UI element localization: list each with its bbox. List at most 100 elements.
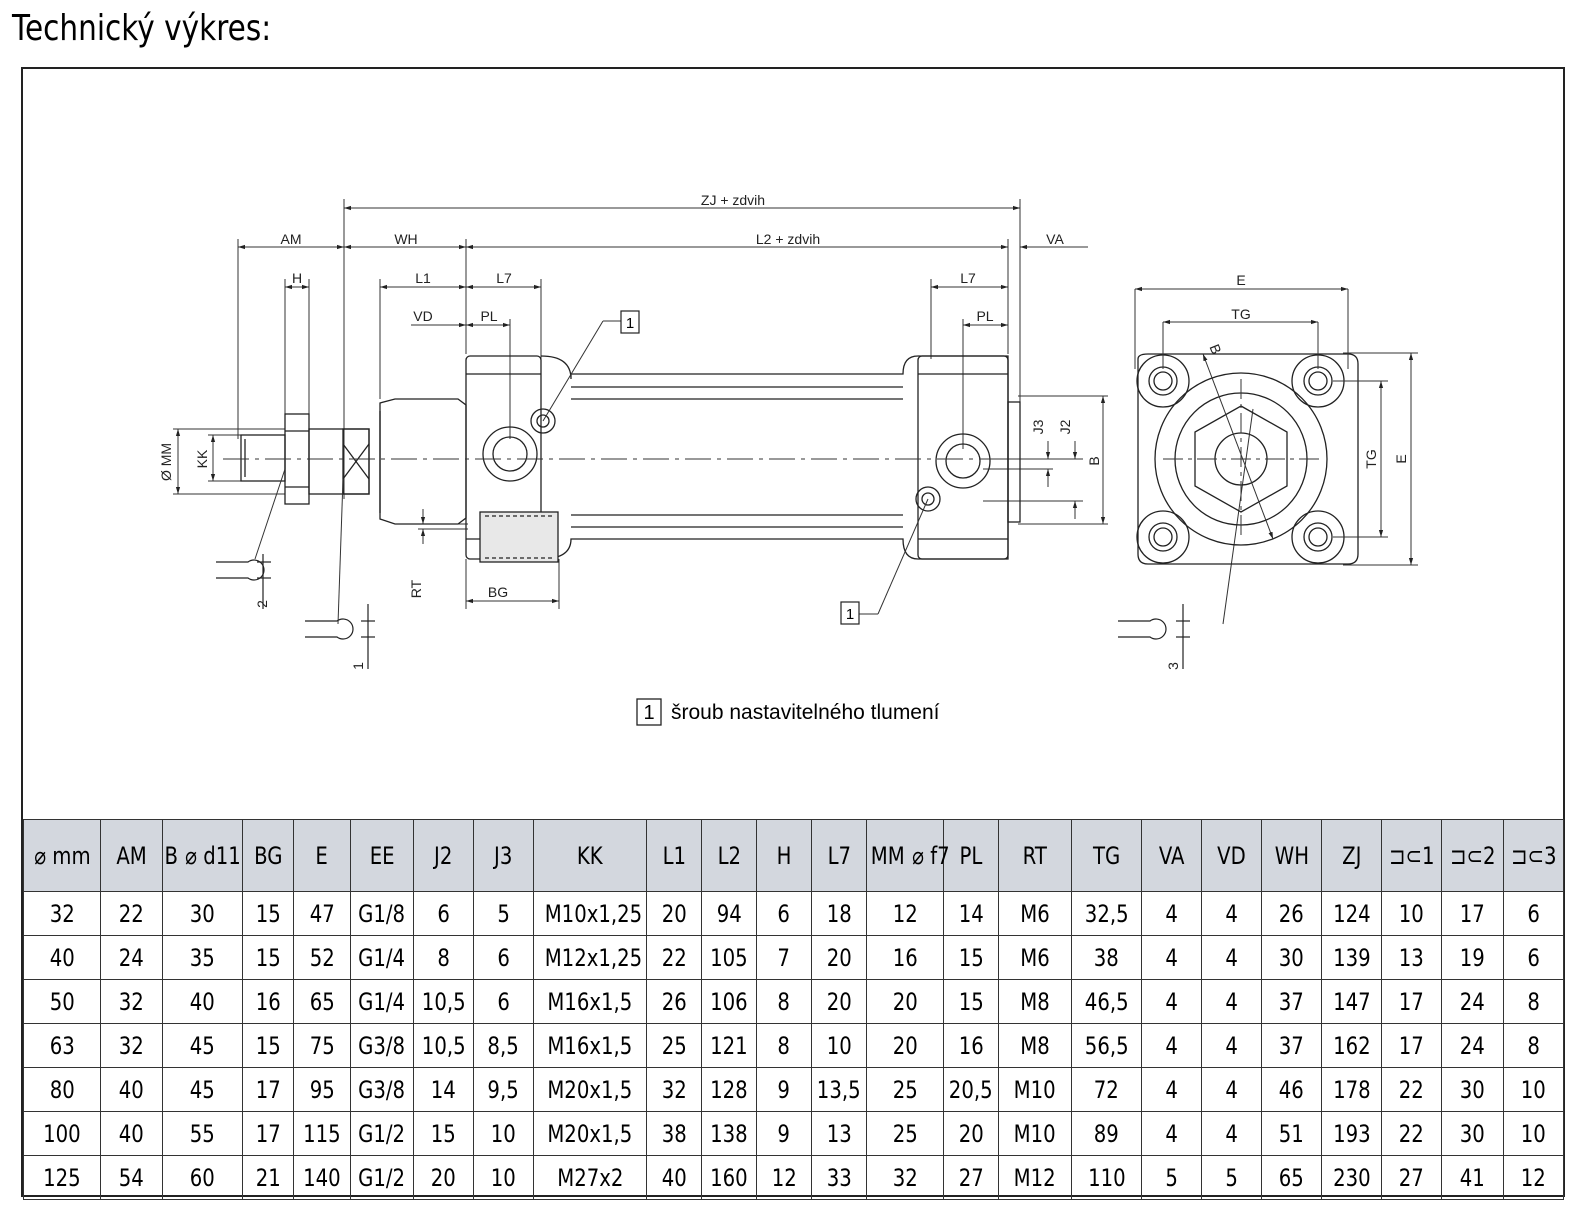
table-cell: 8 (756, 1023, 812, 1068)
table-cell: 5 (473, 891, 534, 936)
column-header-label: ⊐⊂2 (1449, 841, 1496, 870)
column-header-label: ⌀ d11 (185, 841, 242, 870)
table-cell: 5 (1201, 1155, 1262, 1200)
table-cell: 128 (701, 1067, 757, 1112)
table-cell: 20,5 (943, 1067, 999, 1112)
table-cell: 40 (23, 935, 101, 980)
table-cell: 75 (293, 1023, 351, 1068)
table-cell: 30 (1441, 1111, 1504, 1156)
column-header: L7 (811, 819, 867, 892)
table-cell: 30 (162, 891, 243, 936)
table-cell: 4 (1141, 1111, 1202, 1156)
table-cell: 72 (1071, 1067, 1142, 1112)
column-header-label: ⊐⊂3 (1510, 841, 1557, 870)
table-cell: 19 (1441, 935, 1504, 980)
column-header: KK (533, 819, 647, 892)
table-cell: M8 (998, 1023, 1072, 1068)
table-cell: 6 (473, 979, 534, 1024)
table-cell: 17 (1381, 1023, 1442, 1068)
table-cell: M27x2 (533, 1155, 647, 1200)
column-header-label: H (776, 841, 792, 870)
dim-e-side: E (1393, 454, 1409, 463)
column-header-label: B (164, 841, 178, 870)
table-cell: 9 (756, 1067, 812, 1112)
table-cell: 140 (293, 1155, 351, 1200)
end-view-dimension-lines (1134, 286, 1418, 566)
table-cell: 20 (943, 1111, 999, 1156)
drawing-frame: 1 1 (21, 67, 1565, 1200)
table-cell: 30 (1261, 935, 1322, 980)
column-header-label: J2 (434, 841, 453, 870)
table-cell: 138 (701, 1111, 757, 1156)
table-cell: M20x1,5 (533, 1067, 647, 1112)
table-cell: 17 (1381, 979, 1442, 1024)
table-cell: 60 (162, 1155, 243, 1200)
table-cell: 139 (1321, 935, 1382, 980)
technical-drawing: 1 1 (158, 192, 1418, 726)
column-header-label: TG (1092, 841, 1121, 870)
dim-mm: Ø MM (158, 443, 174, 481)
table-cell: 10 (1503, 1111, 1564, 1156)
table-cell: 95 (293, 1067, 351, 1112)
table-cell: 10,5 (413, 979, 474, 1024)
table-cell: 46,5 (1071, 979, 1142, 1024)
dim-vd: VD (413, 308, 432, 324)
column-header: AM (100, 819, 163, 892)
table-cell: 22 (1381, 1111, 1442, 1156)
column-header-label: BG (253, 841, 283, 870)
dim-l7-left: L7 (496, 270, 512, 286)
column-header-label: PL (959, 841, 983, 870)
dim-zj: ZJ + zdvih (701, 192, 765, 208)
table-cell: 115 (293, 1111, 351, 1156)
table-cell: 40 (162, 979, 243, 1024)
table-cell: 22 (100, 891, 163, 936)
table-cell: M16x1,5 (533, 979, 647, 1024)
table-cell: 10 (473, 1111, 534, 1156)
column-header: BG (242, 819, 294, 892)
table-cell: 8 (1503, 979, 1564, 1024)
table-cell: 30 (1441, 1067, 1504, 1112)
table-cell: 10 (1381, 891, 1442, 936)
dim-j3: J3 (1030, 419, 1046, 434)
table-cell: 7 (756, 935, 812, 980)
table-cell: 45 (162, 1067, 243, 1112)
table-cell: 25 (866, 1111, 944, 1156)
table-cell: 52 (293, 935, 351, 980)
column-header-label: L2 (717, 841, 741, 870)
column-header: MM⌀ f7 (866, 819, 950, 892)
dim-e-top: E (1236, 272, 1245, 288)
table-cell: 4 (1201, 891, 1262, 936)
table-cell: 46 (1261, 1067, 1322, 1112)
column-header-label: ⌀ f7 (912, 841, 951, 870)
page-title: Technický výkres: (12, 8, 272, 49)
table-cell: 40 (100, 1067, 163, 1112)
table-cell: 94 (701, 891, 757, 936)
column-header-label: L1 (662, 841, 686, 870)
table-cell: 20 (413, 1155, 474, 1200)
table-cell: 15 (242, 891, 294, 936)
table-cell: 25 (866, 1067, 944, 1112)
dim-wrench-2: 2 (254, 600, 270, 608)
callout-box-bottom (840, 601, 860, 625)
table-cell: 4 (1141, 1067, 1202, 1112)
table-cell: G3/8 (350, 1067, 414, 1112)
table-cell: 27 (1381, 1155, 1442, 1200)
table-cell: 6 (756, 891, 812, 936)
column-header: ZJ (1321, 819, 1382, 892)
table-cell: M10 (998, 1067, 1072, 1112)
dim-pl-left: PL (480, 308, 497, 324)
column-header-label: MM (870, 841, 905, 870)
callout-box-top (620, 310, 640, 334)
table-cell: 35 (162, 935, 243, 980)
column-header-label: ⊐⊂1 (1388, 841, 1435, 870)
table-cell: 41 (1441, 1155, 1504, 1200)
table-cell: 13 (811, 1111, 867, 1156)
dimension-lines (173, 199, 1108, 609)
table-cell: 65 (1261, 1155, 1322, 1200)
column-header: PL (943, 819, 999, 892)
